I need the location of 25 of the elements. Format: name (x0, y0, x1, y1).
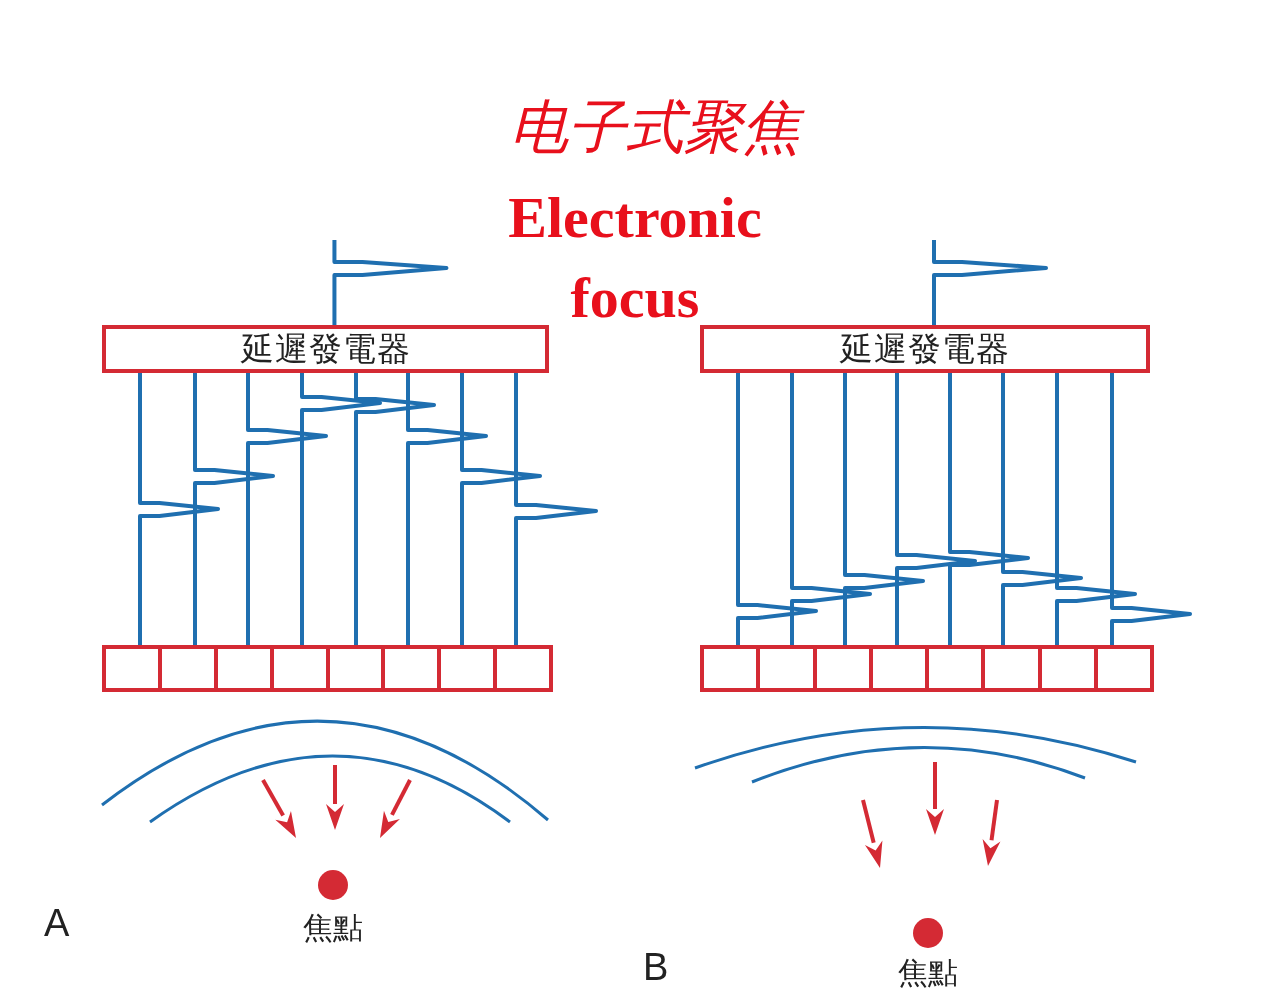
signal-line (1001, 373, 1083, 645)
signal-line (460, 373, 542, 645)
signal-line (736, 373, 818, 645)
panel-letter: A (44, 902, 70, 945)
signal-line (1110, 373, 1192, 645)
delay-generator-box: 延遲發電器 (102, 325, 549, 373)
handwritten-title: 电子式聚焦 (490, 92, 820, 162)
focal-point-label: 焦點 (302, 909, 364, 947)
signal-line (406, 373, 488, 645)
signal-line (1055, 373, 1137, 645)
signal-line (514, 373, 598, 645)
signal-line (790, 373, 872, 645)
signal-line (332, 240, 449, 325)
signal-line (354, 373, 436, 645)
signal-line (246, 373, 328, 645)
signal-line (193, 373, 275, 645)
signal-line (300, 373, 382, 645)
focal-point-label: 焦點 (897, 954, 959, 992)
panel-letter: B (643, 945, 669, 990)
signal-line (948, 373, 1030, 645)
signal-line (138, 373, 220, 645)
signal-line (895, 373, 977, 645)
signal-line (843, 373, 925, 645)
signal-line (932, 240, 1048, 325)
delay-generator-box: 延遲發電器 (700, 325, 1150, 373)
